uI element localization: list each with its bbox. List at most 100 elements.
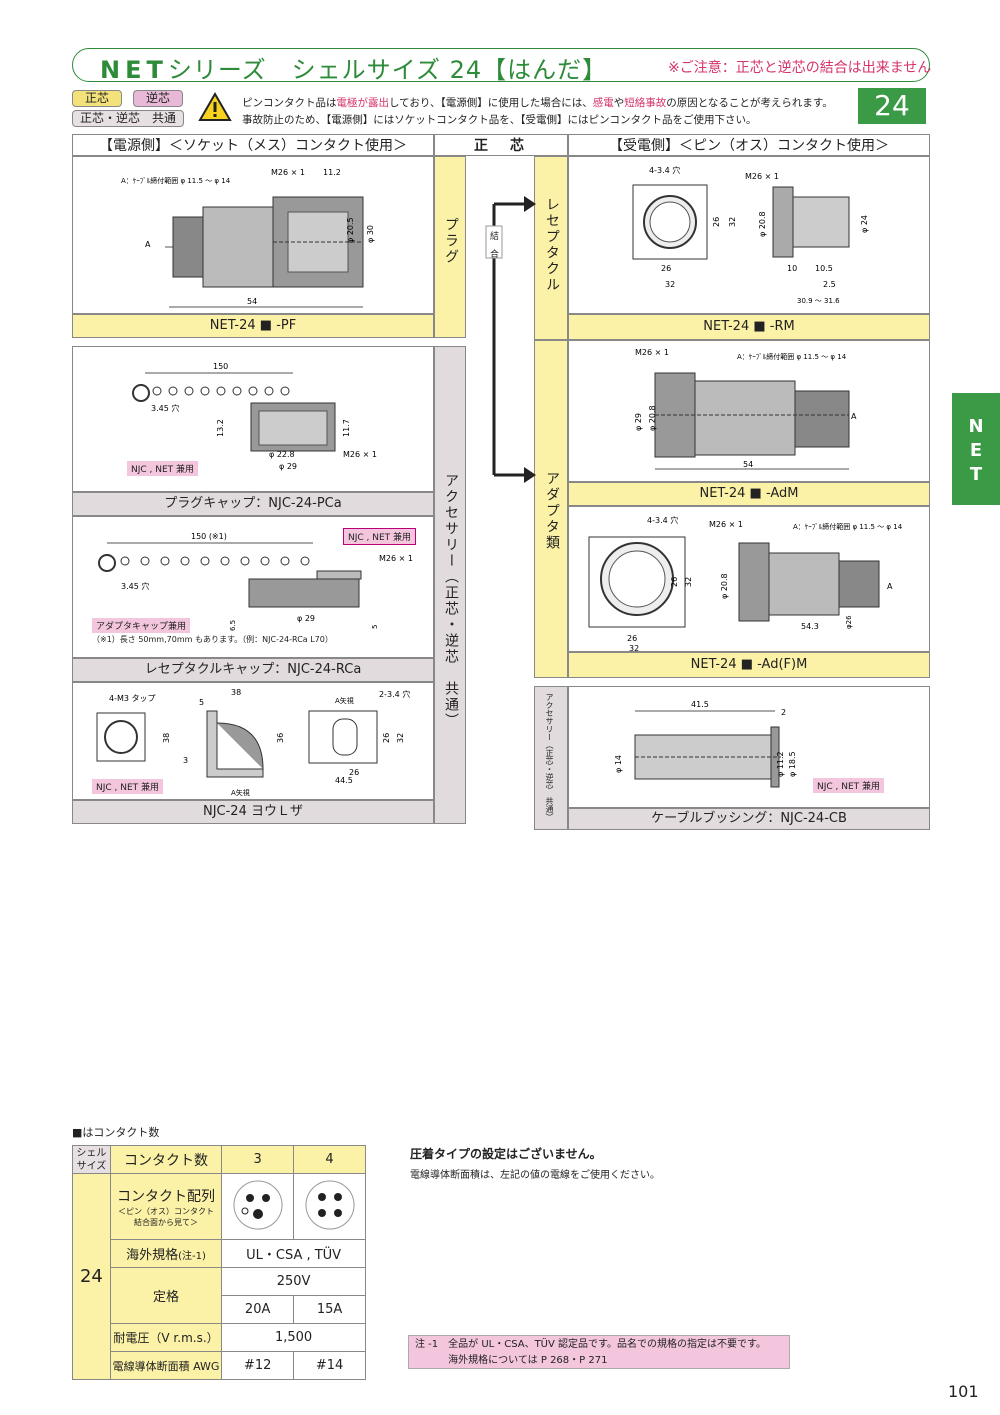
svg-text:φ 29: φ 29 xyxy=(634,413,643,431)
svg-text:26: 26 xyxy=(661,264,671,273)
accessory-vlabel: アクセサリー（正芯・逆芯 共通） xyxy=(443,473,459,729)
cb-compat-note: NJC , NET 兼用 xyxy=(813,778,885,793)
pca-drawing-panel: 150 3.45 穴 13.2 11.7 φ 22.8 φ 29 M26 × 1 xyxy=(72,346,434,492)
plug-vlabel-box: プラグ xyxy=(434,156,466,338)
svg-text:3.45 穴: 3.45 穴 xyxy=(121,581,149,591)
adapter-vlabel-box: アダプタ類 xyxy=(534,340,568,678)
contact-count-legend: ■はコンタクト数 xyxy=(72,1126,160,1139)
accessory-vlabel-box: アクセサリー（正芯・逆芯 共通） xyxy=(434,346,466,824)
awg-3: #12 xyxy=(221,1351,295,1380)
svg-text:A矢視: A矢視 xyxy=(231,788,250,797)
page-number: 101 xyxy=(948,1382,979,1401)
compat-note: ※ご注意：正芯と逆芯の結合は出来ません xyxy=(668,60,932,76)
adapter-cap-note: アダプタキャップ兼用 xyxy=(92,618,191,633)
cb-label: ケーブルブッシング：NJC-24-CB xyxy=(568,808,930,830)
svg-text:5: 5 xyxy=(371,625,379,629)
svg-text:10: 10 xyxy=(787,264,797,273)
plug-drawing-panel: A：ｹｰﾌﾞﾙ締付範囲 φ 11.5 〜 φ 14 M26 × 1 11.2 A… xyxy=(72,156,434,314)
center-header: 正 芯 xyxy=(434,134,568,156)
svg-text:32: 32 xyxy=(629,644,639,651)
page-title: NETシリーズ シェルサイズ 24【はんだ】 xyxy=(100,56,608,84)
arrangement-cell: コンタクト配列 ＜ピン（オス）コンタクト 結合面から見て＞ xyxy=(109,1173,223,1240)
svg-text:11.2: 11.2 xyxy=(323,168,341,177)
cb-drawing: 41.5 2 φ 14 φ 11.2 φ 18.5 xyxy=(614,700,797,788)
warning-text: ピンコンタクト品は電極が露出しており、【電源側】に使用した場合には、感電や短絡事… xyxy=(242,97,833,126)
svg-text:φ 24: φ 24 xyxy=(860,215,869,233)
adm-drawing-panel: M26 × 1 A：ｹｰﾌﾞﾙ締付範囲 φ 11.5 〜 φ 14 φ 29 φ… xyxy=(568,340,930,482)
plug-drawing: A：ｹｰﾌﾞﾙ締付範囲 φ 11.5 〜 φ 14 M26 × 1 11.2 A… xyxy=(121,168,375,308)
svg-text:M26 × 1: M26 × 1 xyxy=(709,520,743,529)
rating-amp-3: 20A xyxy=(221,1295,295,1324)
svg-text:M26 × 1: M26 × 1 xyxy=(271,168,305,177)
rm-drawing-panel: 4-3.4 穴 26 32 26 32 M26 × 1 φ 20.8 φ 24 … xyxy=(568,156,930,314)
svg-text:10.5: 10.5 xyxy=(815,264,833,273)
receptacle-vlabel-box: レセプタクル xyxy=(534,156,568,340)
svg-text:11.7: 11.7 xyxy=(342,419,351,437)
title-frame xyxy=(72,48,930,82)
arrangement-3-icon xyxy=(221,1173,295,1240)
overseas-standard-label: 海外規格(注-1) xyxy=(109,1239,223,1268)
svg-text:36: 36 xyxy=(276,733,285,743)
svg-text:38: 38 xyxy=(231,688,241,697)
svg-text:φ 22.8: φ 22.8 xyxy=(269,450,295,459)
svg-text:φ 18.5: φ 18.5 xyxy=(788,751,797,777)
svg-text:26: 26 xyxy=(627,634,637,643)
svg-text:A矢視: A矢視 xyxy=(335,696,354,705)
spec-table: シェルサイズ コンタクト数 3 4 24 コンタクト配列 ＜ピン（オス）コンタク… xyxy=(72,1145,366,1380)
svg-text:4-M3 タップ: 4-M3 タップ xyxy=(109,694,156,703)
adfm-label: NET-24 ■ -Ad(F)M xyxy=(568,652,930,678)
svg-text:26: 26 xyxy=(712,217,721,227)
cb-drawing-panel: 41.5 2 φ 14 φ 11.2 φ 18.5 xyxy=(568,686,930,808)
rm-label: NET-24 ■ -RM xyxy=(568,314,930,340)
pca-label: プラグキャップ：NJC-24-PCa xyxy=(72,492,434,516)
crimp-body: 電線導体断面積は、左記の値の電線をご使用ください。 xyxy=(410,1170,660,1181)
svg-text:38: 38 xyxy=(162,733,171,743)
svg-text:30.9 〜 31.6: 30.9 〜 31.6 xyxy=(797,297,840,305)
svg-text:φ 20.8: φ 20.8 xyxy=(758,211,767,237)
svg-text:2-3.4 穴: 2-3.4 穴 xyxy=(379,689,410,699)
awg-label: 電線導体断面積 AWG xyxy=(109,1351,223,1380)
svg-text:φ 29: φ 29 xyxy=(297,614,315,623)
svg-text:φ 20.8: φ 20.8 xyxy=(648,405,657,431)
svg-text:φ 11.2: φ 11.2 xyxy=(776,751,785,777)
svg-text:M26 × 1: M26 × 1 xyxy=(745,172,779,181)
tag-seishin: 正芯 xyxy=(72,90,122,107)
rca-label: レセプタクルキャップ：NJC-24-RCa xyxy=(72,658,434,682)
svg-text:32: 32 xyxy=(665,280,675,289)
svg-text:A：ｹｰﾌﾞﾙ締付範囲 φ 11.5 〜 φ 14: A：ｹｰﾌﾞﾙ締付範囲 φ 11.5 〜 φ 14 xyxy=(737,352,847,361)
tag-gyakushin: 逆芯 xyxy=(133,90,183,107)
svg-text:φ 20.5: φ 20.5 xyxy=(346,217,355,243)
rating-amp-4: 15A xyxy=(293,1295,366,1324)
svg-text:54.3: 54.3 xyxy=(801,622,819,631)
coupling-arrows xyxy=(485,196,536,483)
power-side-header: 【電源側】＜ソケット（メス）コンタクト使用＞ xyxy=(72,134,434,156)
plug-vlabel: プラグ xyxy=(443,217,459,265)
svg-text:26: 26 xyxy=(349,768,359,777)
svg-text:6.5: 6.5 xyxy=(229,620,237,631)
withstand-value: 1,500 xyxy=(221,1323,366,1352)
svg-text:3: 3 xyxy=(183,756,188,765)
contact-count-header: コンタクト数 xyxy=(109,1145,223,1174)
rating-voltage: 250V xyxy=(221,1267,366,1296)
overseas-standard-value: UL・CSA , TÜV xyxy=(221,1239,366,1268)
contact-3-header: 3 xyxy=(221,1145,295,1174)
tag-common: 正芯・逆芯 共通 xyxy=(72,110,184,127)
svg-text:φ26: φ26 xyxy=(845,615,853,629)
footnote: 注 -1 全品が UL・CSA、TÜV 認定品です。品名での規格の指定は不要です… xyxy=(408,1335,790,1369)
svg-text:26: 26 xyxy=(382,733,391,743)
rca-compat-note: NJC , NET 兼用 xyxy=(343,528,417,545)
yoke-label: NJC-24 ヨウＬザ xyxy=(72,800,434,824)
svg-text:2.5: 2.5 xyxy=(823,280,836,289)
svg-text:4-3.4 穴: 4-3.4 穴 xyxy=(647,515,678,525)
svg-text:32: 32 xyxy=(684,577,693,587)
svg-text:54: 54 xyxy=(247,297,257,306)
svg-text:M26 × 1: M26 × 1 xyxy=(635,348,669,357)
pca-drawing: 150 3.45 穴 13.2 11.7 φ 22.8 φ 29 M26 × 1 xyxy=(132,362,377,471)
adm-drawing: M26 × 1 A：ｹｰﾌﾞﾙ締付範囲 φ 11.5 〜 φ 14 φ 29 φ… xyxy=(634,348,857,470)
adfm-drawing-panel: 4-3.4 穴 26 32 26 32 M26 × 1 A：ｹｰﾌﾞﾙ締付範囲 … xyxy=(568,506,930,653)
yoke-drawing-panel: 4-M3 タップ 38 5 38 36 3 A矢視 A矢視 2-3.4 穴 26… xyxy=(72,682,434,800)
svg-text:26: 26 xyxy=(670,577,679,587)
rca-length-note: （※1）長さ 50mm,70mm もあります。（例：NJC-24-RCa L70… xyxy=(92,635,333,644)
pf-label: NET-24 ■ -PF xyxy=(72,314,434,338)
